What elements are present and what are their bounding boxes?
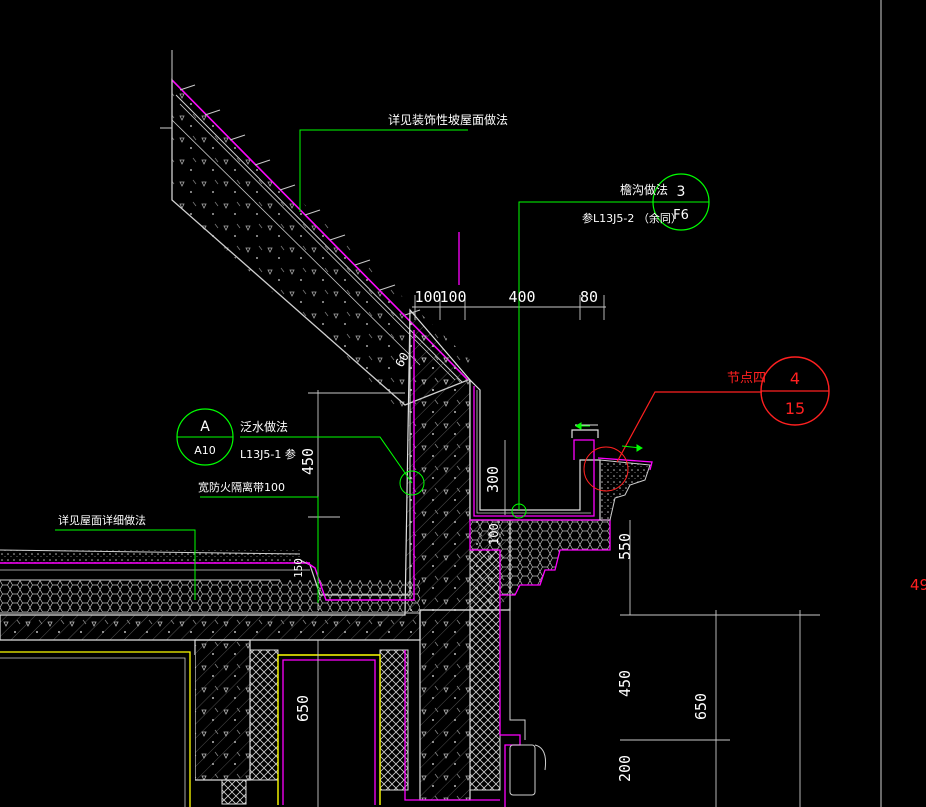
dim-300: 300 <box>484 466 502 493</box>
dim-100a: 100 <box>414 288 441 306</box>
dim-200: 200 <box>616 755 634 782</box>
flashing-callout-bottom: A10 <box>194 444 216 457</box>
roof-note: 详见装饰性坡屋面做法 <box>388 112 508 127</box>
dim-450-left: 450 <box>299 448 317 475</box>
exterior-side <box>499 595 546 807</box>
flashing-callout: A A10 <box>176 408 234 466</box>
flat-roof-note: 详见屋面详细做法 <box>58 513 146 527</box>
dim-150: 150 <box>292 558 305 578</box>
flashing-callout-top: A <box>200 419 210 435</box>
dim-100b: 100 <box>439 288 466 306</box>
sloped-roof-section <box>160 50 470 410</box>
dim-60: 60 <box>392 350 411 370</box>
node-callout-bottom: 15 <box>785 399 805 418</box>
node-callout: 4 15 <box>760 356 830 426</box>
interior-openings <box>0 650 500 807</box>
leader-lines <box>55 129 762 603</box>
dim-100-small: 100 <box>487 523 501 545</box>
dim-650-right: 650 <box>692 693 710 720</box>
dim-550: 550 <box>616 533 634 560</box>
dim-400: 400 <box>508 288 535 306</box>
gutter-note: 檐沟做法 <box>620 182 668 197</box>
gutter-callout-top: 3 <box>677 184 686 200</box>
gutter-callout-bottom: F6 <box>673 208 689 223</box>
dim-80: 80 <box>580 288 598 306</box>
gutter-callout: 3 F6 <box>652 173 710 231</box>
edge-number: 49 <box>910 576 926 594</box>
dim-650-left: 650 <box>294 695 312 722</box>
flashing-note: 泛水做法 <box>240 419 288 434</box>
slope-arrows <box>575 422 643 452</box>
annotations: 详见装饰性坡屋面做法 檐沟做法 参L13J5-2 （余同） 泛水做法 L13J5… <box>58 112 926 594</box>
dimension-texts: 100 100 400 80 60 450 300 100 550 450 65… <box>292 288 710 782</box>
insulation-layer <box>249 549 501 791</box>
node-callout-top: 4 <box>790 369 800 388</box>
gutter-ref: 参L13J5-2 （余同） <box>582 211 682 225</box>
flat-roof-layers <box>0 330 420 614</box>
firewall-note: 宽防火隔离带100 <box>198 480 285 494</box>
gutter-section <box>469 378 653 596</box>
concrete-structure <box>0 308 511 801</box>
flashing-ref: L13J5-1 参 <box>240 447 296 461</box>
node-label: 节点四 <box>727 371 766 386</box>
dim-450-right: 450 <box>616 670 634 697</box>
